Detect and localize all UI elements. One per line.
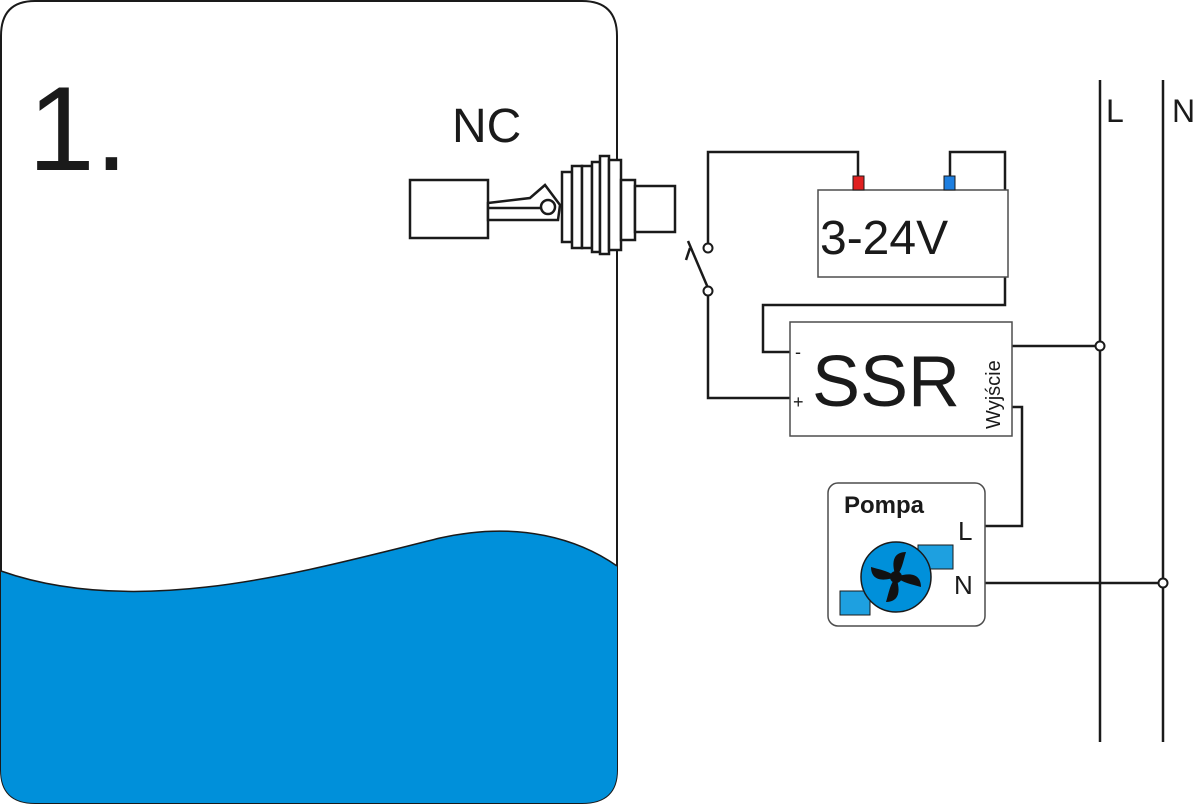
step-number: 1. <box>28 62 128 196</box>
rail-n-label: N <box>1172 93 1195 129</box>
wiring <box>684 80 1165 742</box>
ssr-minus-label: - <box>795 342 801 362</box>
pump-terminal-l: L <box>958 516 972 546</box>
pump-label: Pompa <box>844 492 925 519</box>
rail-l-label: L <box>1106 93 1124 129</box>
float-switch <box>408 154 677 256</box>
power-supply-label: 3-24V <box>820 212 948 265</box>
power-supply: 3-24V <box>817 175 1009 278</box>
junction-l <box>1094 340 1106 352</box>
ssr-plus-label: + <box>793 392 804 412</box>
positive-terminal <box>852 175 865 191</box>
ssr-relay: - + SSR Wyjście <box>789 321 1013 437</box>
pump-terminal-n: N <box>954 570 973 600</box>
water-level <box>1 531 617 803</box>
negative-terminal <box>943 175 956 191</box>
switch-contact-bottom <box>702 285 714 297</box>
switch-type-label: NC <box>452 100 521 153</box>
pump-base-left <box>839 590 871 616</box>
switch-contact-top <box>702 242 714 254</box>
junction-n <box>1157 577 1169 589</box>
pump: Pompa L N <box>827 482 986 627</box>
fan-blades-icon <box>871 552 921 602</box>
ssr-label: SSR <box>812 342 960 422</box>
ssr-output-label: Wyjście <box>983 360 1005 429</box>
